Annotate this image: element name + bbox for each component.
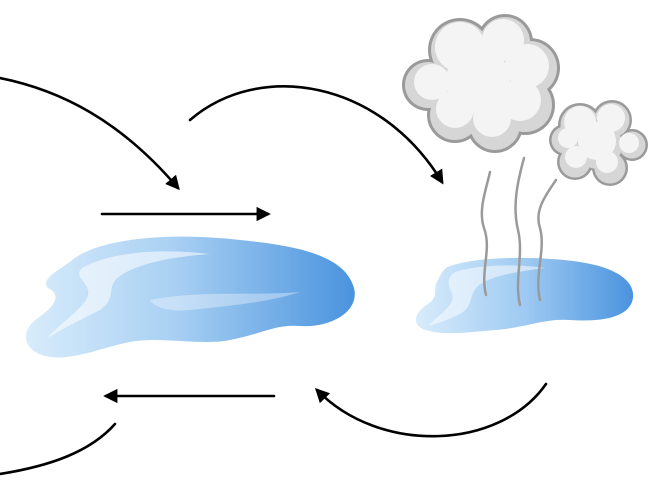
steam-line-1 bbox=[480, 170, 492, 297]
curved-arrow-bottom-left bbox=[0, 422, 117, 476]
curved-arrow-top-right bbox=[188, 85, 444, 185]
large-cloud bbox=[402, 14, 560, 153]
steam-line-2 bbox=[514, 156, 526, 307]
large-puddle bbox=[25, 236, 355, 358]
steam-lines bbox=[480, 156, 558, 307]
small-cloud bbox=[549, 100, 648, 186]
large-puddle-highlight bbox=[48, 251, 210, 338]
curved-arrow-bottom-right bbox=[315, 382, 548, 438]
small-puddle bbox=[415, 257, 634, 334]
steam-line-3 bbox=[537, 178, 558, 302]
curved-arrow-top-left bbox=[0, 76, 180, 191]
large-puddle-ripple bbox=[150, 292, 300, 311]
small-puddle-highlight bbox=[428, 265, 545, 326]
